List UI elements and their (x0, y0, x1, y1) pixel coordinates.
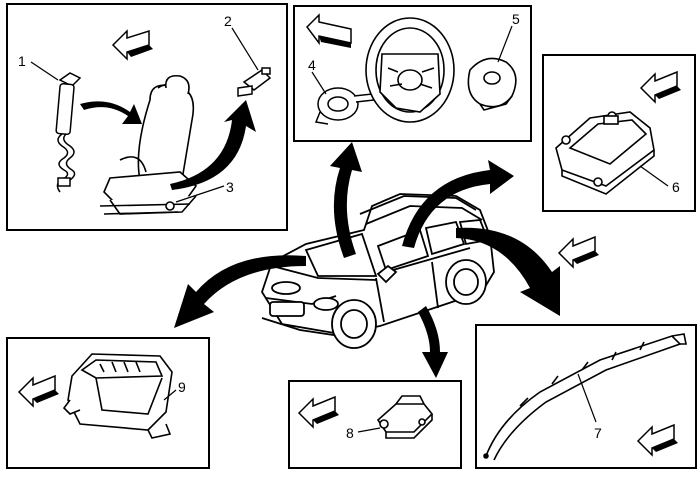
arrow-to-module-panel (402, 160, 514, 248)
control-module-illustration (555, 111, 655, 195)
callout-1: 1 (18, 53, 26, 69)
callout-2: 2 (224, 13, 232, 29)
flow-arrow (80, 101, 142, 124)
seat-connector-illustration (237, 67, 272, 97)
steering-airbag-illustration (467, 57, 517, 111)
steering-wheel-illustration (365, 17, 455, 123)
vehicle-illustration (261, 193, 495, 349)
clockspring-illustration (314, 87, 376, 125)
arrow-to-seat-panel (330, 142, 362, 258)
callout-4: 4 (308, 57, 316, 73)
arrow-to-sensor-panel (418, 306, 448, 378)
callout-6: 6 (672, 179, 680, 195)
view-arrow-icon (557, 235, 599, 269)
flow-arrow (170, 100, 256, 190)
instrument-panel-airbag-illustration (62, 353, 173, 439)
callout-7: 7 (594, 425, 602, 441)
callout-8: 8 (346, 425, 354, 441)
view-arrow-icon (639, 70, 681, 104)
view-arrow-icon (17, 374, 59, 408)
arrow-to-dash-panel (174, 255, 306, 328)
roof-rail-airbag-illustration (483, 333, 687, 461)
panel-sensor (288, 380, 462, 469)
view-arrow-icon (297, 395, 339, 429)
callout-9: 9 (178, 379, 186, 395)
view-arrow-icon (636, 423, 678, 457)
callout-3: 3 (226, 179, 234, 195)
leader-lines (30, 25, 669, 433)
seat-illustration (99, 74, 198, 215)
view-arrow-icon (306, 13, 352, 48)
view-arrow-icon (111, 29, 153, 61)
seat-tensioner-illustration (55, 72, 82, 193)
callout-5: 5 (512, 11, 520, 27)
impact-sensor-illustration (376, 395, 434, 439)
arrow-to-curtain-panel (456, 227, 560, 316)
